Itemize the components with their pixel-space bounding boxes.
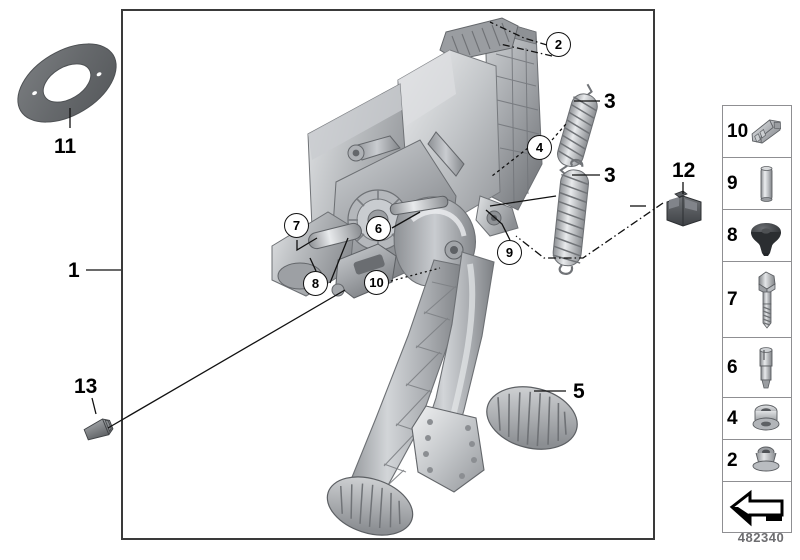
bushing-pin-icon [744, 338, 788, 397]
callout-4[interactable]: 4 [527, 135, 552, 160]
legend-item-9[interactable]: 9 [722, 157, 792, 209]
label-11: 11 [54, 135, 77, 158]
label-3-upper: 3 [604, 90, 616, 113]
pedal-assembly-illustration [250, 14, 598, 536]
dowel-pin-icon [744, 158, 788, 209]
callout-10[interactable]: 10 [364, 270, 389, 295]
rubber-stop-icon [744, 210, 788, 261]
legend-item-10[interactable]: 10 [722, 105, 792, 157]
label-13: 13 [74, 375, 98, 398]
legend-item-8[interactable]: 8 [722, 209, 792, 261]
label-3-lower: 3 [604, 164, 616, 187]
legend-item-4[interactable]: 4 [722, 397, 792, 439]
flange-nut-icon [744, 440, 788, 481]
callout-8[interactable]: 8 [303, 271, 328, 296]
hex-screw-icon [744, 262, 788, 337]
label-5: 5 [573, 380, 585, 403]
part-11-gasket-ring [10, 28, 125, 138]
callout-6[interactable]: 6 [366, 216, 391, 241]
grommet-icon [744, 398, 788, 439]
label-12: 12 [672, 159, 696, 182]
part-3-spring-upper [557, 83, 598, 177]
part-12-connector [663, 188, 705, 230]
legend-panel: 10 9 [722, 105, 792, 533]
legend-number-4: 4 [727, 408, 738, 429]
part-5-pedal-pad [486, 386, 578, 450]
arrow-3d-icon [723, 482, 793, 532]
legend-item-7[interactable]: 7 [722, 261, 792, 337]
legend-number-8: 8 [727, 225, 738, 246]
legend-item-2[interactable]: 2 [722, 439, 792, 481]
part-number-label: 482340 [737, 530, 785, 545]
callout-7[interactable]: 7 [284, 213, 309, 238]
part-13-clip [82, 415, 116, 443]
callout-2[interactable]: 2 [546, 32, 571, 57]
callout-9[interactable]: 9 [497, 240, 522, 265]
legend-number-7: 7 [727, 289, 738, 310]
legend-number-6: 6 [727, 357, 738, 378]
legend-item-direction-arrow[interactable] [722, 481, 792, 533]
label-1: 1 [68, 259, 80, 282]
spring-clip-icon [744, 106, 788, 157]
legend-number-10: 10 [727, 121, 749, 142]
legend-number-9: 9 [727, 173, 738, 194]
legend-item-6[interactable]: 6 [722, 337, 792, 397]
legend-number-2: 2 [727, 450, 738, 471]
